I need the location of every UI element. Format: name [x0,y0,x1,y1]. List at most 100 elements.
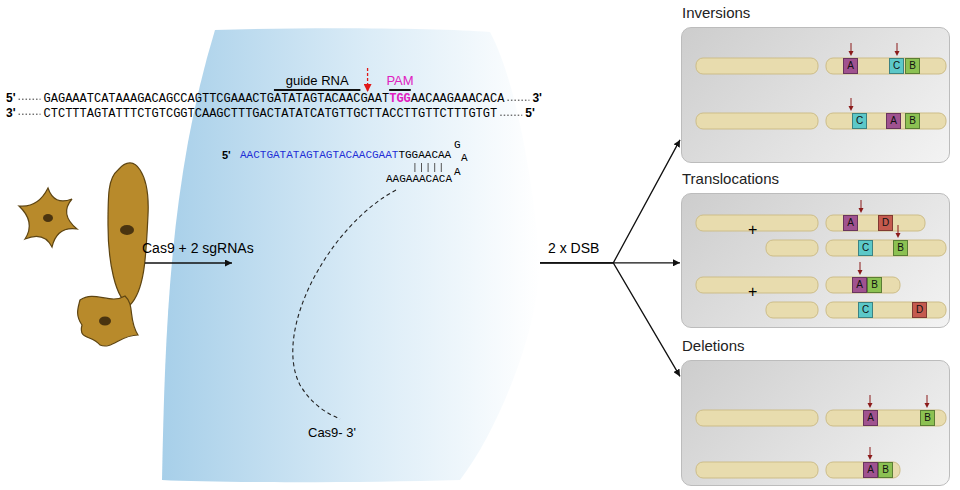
chromosome-arm [766,240,818,256]
cut-arrow [859,200,864,213]
cell [78,296,138,346]
sequence-text: AAGAAACACA [386,174,452,185]
gene-label: A [847,61,854,71]
gene-label: D [882,218,889,228]
gene-label: B [909,61,916,71]
chromosome-set [681,27,950,163]
base-pair [434,163,435,172]
base-pair [414,163,415,172]
gene-label: A [867,413,874,423]
chromosome-arm [826,410,946,426]
cut-arrow [896,225,901,238]
annotation-label: Cas9 + 2 sgRNAs [142,241,254,255]
sgrna-scaffold [293,190,396,419]
sequence-text: 5' [6,92,16,104]
gene-box: A [863,462,878,478]
annotation-label: + [748,284,757,300]
gene-box: A [852,277,867,293]
panel-heading: Translocations [682,171,779,186]
gene-box: A [886,113,901,129]
panel-heading: Inversions [682,5,750,20]
cut-site-arrow [367,68,368,92]
gene-label: B [924,413,931,423]
gene-label: D [916,305,923,315]
sequence-text: A [461,153,468,164]
sequence-text: 5' [222,150,231,161]
chromosome-set [681,193,950,328]
gene-label: A [867,465,874,475]
gene-label: A [847,218,854,228]
gene-label: A [890,116,897,126]
gene-label: B [909,116,916,126]
chromosome-arm [696,462,818,478]
gene-label: A [856,280,863,290]
gene-box: B [893,240,908,256]
annotation-label: PAM [386,74,413,87]
sequence-text: AACAAGAAACACA [411,93,505,105]
chromosome-arm [826,277,900,293]
sequence-text: 5' [525,107,535,119]
pam-bar [389,89,411,91]
chromosome-arm [826,462,900,478]
gene-box: B [867,277,882,293]
cut-arrow [895,43,900,56]
gene-box: A [843,215,858,231]
cell [19,188,77,247]
chromosome-arm [826,215,925,231]
cut-arrow [925,395,930,408]
guide-rna-bar [274,89,360,91]
annotation-label: 2 x DSB [548,241,599,255]
gene-box: A [843,58,858,74]
chromosome-arm [826,113,946,129]
sequence-text: A [454,167,461,178]
sequence-text: 3' [6,107,16,119]
sequence-text: TGGAACAA [398,150,451,161]
gene-label: C [862,305,869,315]
outcome-arrow [540,140,680,263]
gene-box: B [905,113,920,129]
cut-arrow [858,262,863,275]
strand-continuation [507,100,529,101]
sequence-text: TGG [389,93,411,105]
gene-box: A [863,410,878,426]
chromosome-arm [696,113,818,129]
dna-strand: 3'CTCTTTAGTATTTCTGTCGGTCAAGCTTTGACTATATC… [6,107,535,120]
annotation-label: + [748,222,757,238]
dna-strand: 5'GAGAAATCATAAAGACAGCCAGTTCGAAACTGATATAG… [6,92,542,105]
base-pair [428,163,429,172]
chromosome-arm [766,302,818,318]
gene-label: C [893,61,900,71]
outcome-arrow [540,263,680,377]
outcome-panel: TranslocationsADCBABCD [681,193,950,328]
strand-continuation [19,114,41,115]
gene-box: D [912,302,927,318]
gene-box: C [852,113,867,129]
gene-box: C [858,240,873,256]
outcome-panel: InversionsACBCAB [681,27,950,163]
base-pair [441,163,442,172]
panel-heading: Deletions [682,338,745,353]
cell [108,163,148,305]
cut-arrow [868,395,873,408]
outcome-panel: DeletionsABAB [681,360,950,486]
chromosome-arm [826,302,946,318]
cut-arrow [849,43,854,56]
strand-continuation [19,99,41,100]
chromosome-arm [826,240,946,256]
gene-label: B [897,243,904,253]
gene-box: B [878,462,893,478]
gene-label: B [871,280,878,290]
cut-arrow [849,98,854,111]
sequence-text: G [454,140,461,151]
chromosome-set [681,360,950,486]
gene-box: B [920,410,935,426]
base-pair [421,163,422,172]
chromosome-arm [696,410,818,426]
chromosome-arm [696,58,818,74]
chromosome-arm [826,58,946,74]
gene-label: B [882,465,889,475]
gene-box: B [905,58,920,74]
gene-label: C [856,116,863,126]
sequence-text: 3' [532,92,542,104]
